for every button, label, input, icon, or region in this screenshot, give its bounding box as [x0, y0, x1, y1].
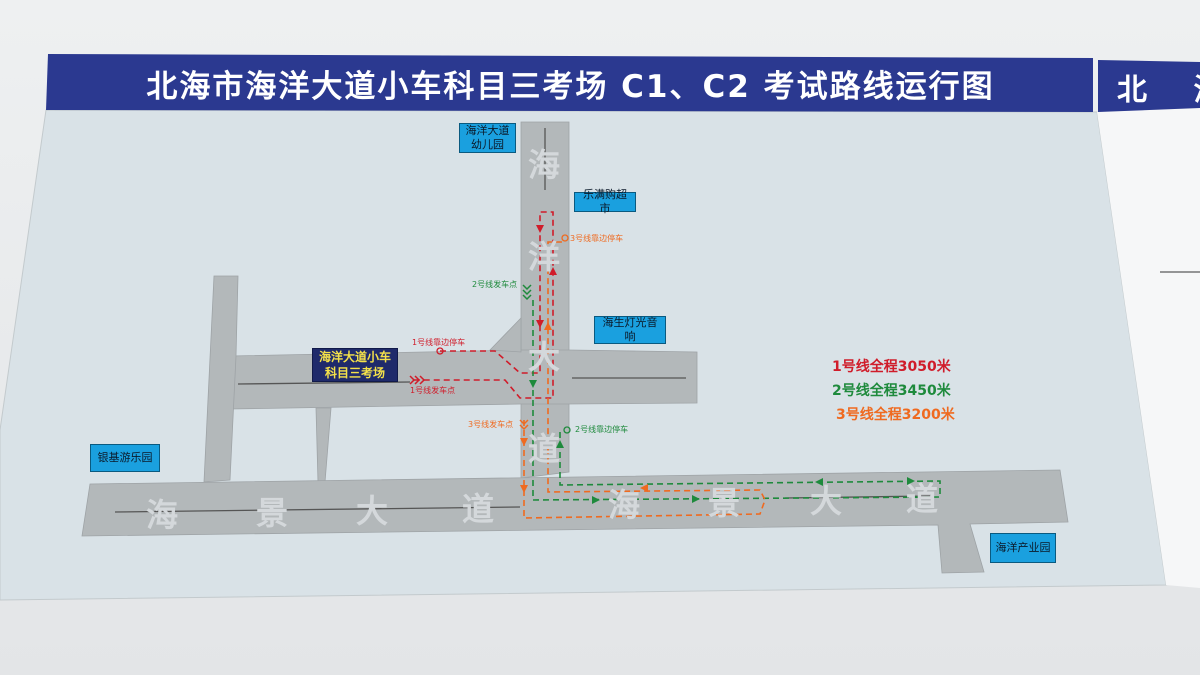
road-name-vertical-4: 道 — [528, 430, 561, 468]
legend-route-3: 3号线全程3200米 — [836, 407, 955, 423]
label-kindergarten: 海洋大道 幼儿园 — [459, 123, 516, 153]
road-name-horizontal-5: 海 — [608, 486, 641, 524]
road-name-horizontal-2: 景 — [256, 494, 289, 532]
page-title: 北海市海洋大道小车科目三考场 C1、C2 考试路线运行图 — [146, 68, 995, 105]
note-route3-start: 3号线发车点 — [468, 420, 514, 429]
road-name-horizontal-4: 道 — [462, 490, 495, 528]
next-title-banner — [1098, 60, 1200, 112]
road-name-horizontal-7: 大 — [810, 482, 843, 520]
road-name-horizontal-3: 大 — [356, 492, 389, 530]
next-board-panel — [1097, 108, 1200, 588]
route-2-path — [532, 300, 941, 501]
road-branch-upper — [229, 349, 698, 410]
label-industrial-park: 海洋产业园 — [990, 533, 1056, 563]
note-route1-parking: 1号线靠边停车 — [412, 338, 466, 347]
road-name-horizontal-8: 道 — [906, 480, 939, 518]
road-name-vertical-1: 海 — [528, 146, 561, 184]
road-name-horizontal-6: 景 — [708, 484, 741, 522]
road-name-vertical-3: 大 — [528, 338, 561, 376]
road-bottom — [81, 469, 1069, 574]
label-lighting: 海生灯光音响 — [594, 316, 666, 344]
route-1-path — [410, 211, 554, 399]
note-route2-start: 2号线发车点 — [472, 280, 518, 289]
roads — [81, 121, 1069, 574]
label-amusement: 银基游乐园 — [90, 444, 160, 472]
next-board-title: 北 海 — [1117, 73, 1200, 108]
route-2-parking-marker — [563, 426, 571, 434]
route-3-start-marker — [519, 419, 529, 431]
note-route2-parking: 2号线靠边停车 — [575, 425, 629, 434]
note-route3-parking: 3号线靠边停车 — [570, 234, 624, 243]
route-2-start-marker — [522, 284, 532, 301]
direction-arrows — [536, 225, 557, 328]
label-supermarket: 乐满购超市 — [574, 188, 636, 215]
route-3-parking-marker — [561, 234, 569, 242]
note-route1-start: 1号线发车点 — [410, 386, 456, 395]
route-3-path — [523, 241, 766, 519]
legend-route-2: 2号线全程3450米 — [832, 383, 951, 399]
route-1-start-marker — [409, 375, 426, 385]
road-name-horizontal-1: 海 — [146, 496, 179, 534]
label-exam-site: 海洋大道小车 科目三考场 — [312, 348, 398, 382]
route-1-parking-marker — [436, 347, 444, 355]
road-left — [203, 275, 239, 483]
legend-route-1: 1号线全程3050米 — [832, 359, 951, 375]
title-banner — [46, 54, 1093, 112]
road-name-vertical-2: 洋 — [528, 238, 561, 276]
